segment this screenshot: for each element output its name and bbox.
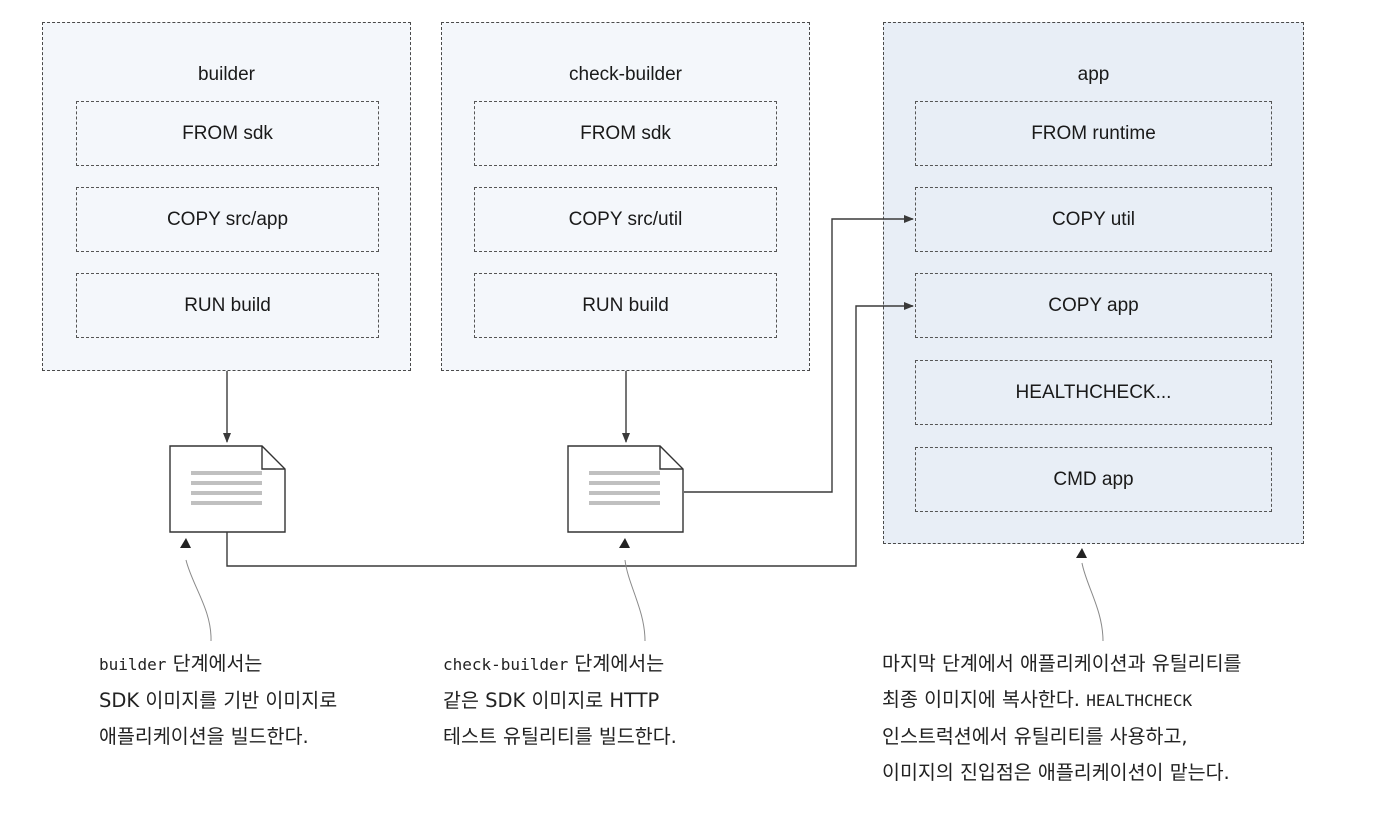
builder-callout-pointer [185, 559, 212, 642]
annotation-text: 애플리케이션을 빌드한다. [99, 725, 309, 748]
annotation-text: 최종 이미지에 복사한다. [882, 688, 1087, 711]
copy-app-arrow [226, 302, 914, 567]
check-builder-callout-pointer [624, 559, 646, 642]
check-builder-stage: check-builder FROM sdk COPY src/util RUN… [441, 22, 810, 371]
check-builder-annotation: check-builder 단계에서는 같은 SDK 이미지로 HTTP 테스트… [443, 646, 677, 755]
builder-step-copy: COPY src/app [76, 187, 379, 252]
code-text: builder [99, 655, 167, 674]
app-annotation: 마지막 단계에서 애플리케이션과 유틸리티를 최종 이미지에 복사한다. HEA… [882, 646, 1241, 791]
check-builder-step-copy: COPY src/util [474, 187, 777, 252]
stage-title: app [1077, 64, 1110, 85]
app-step-copy-app: COPY app [915, 273, 1272, 338]
app-step-from: FROM runtime [915, 101, 1272, 166]
builder-stage: builder FROM sdk COPY src/app RUN build [42, 22, 411, 371]
document-icon [169, 445, 286, 533]
annotation-text: 단계에서는 [166, 652, 263, 675]
app-stage: app FROM runtime COPY util COPY app HEAL… [883, 22, 1304, 544]
stage-title: builder [197, 64, 256, 85]
annotation-text: 같은 SDK 이미지로 HTTP [443, 689, 660, 712]
stage-title: check-builder [569, 64, 682, 85]
code-text: check-builder [443, 655, 569, 674]
annotation-text: 이미지의 진입점은 애플리케이션이 맡는다. [882, 761, 1230, 784]
builder-step-from: FROM sdk [76, 101, 379, 166]
app-step-cmd: CMD app [915, 447, 1272, 512]
copy-util-arrow [684, 215, 914, 493]
code-text: HEALTHCHECK [1086, 691, 1193, 710]
app-step-healthcheck: HEALTHCHECK... [915, 360, 1272, 425]
annotation-text: 테스트 유틸리티를 빌드한다. [443, 725, 677, 748]
builder-annotation: builder 단계에서는 SDK 이미지를 기반 이미지로 애플리케이션을 빌… [99, 646, 337, 755]
app-callout-pointer [1081, 562, 1104, 642]
check-builder-step-run: RUN build [474, 273, 777, 338]
document-icon [567, 445, 684, 533]
app-step-copy-util: COPY util [915, 187, 1272, 252]
check-builder-step-from: FROM sdk [474, 101, 777, 166]
annotation-text: 마지막 단계에서 애플리케이션과 유틸리티를 [882, 652, 1242, 675]
annotation-text: SDK 이미지를 기반 이미지로 [99, 689, 338, 712]
annotation-text: 단계에서는 [568, 652, 665, 675]
builder-step-run: RUN build [76, 273, 379, 338]
annotation-text: 인스트럭션에서 유틸리티를 사용하고, [882, 725, 1188, 748]
